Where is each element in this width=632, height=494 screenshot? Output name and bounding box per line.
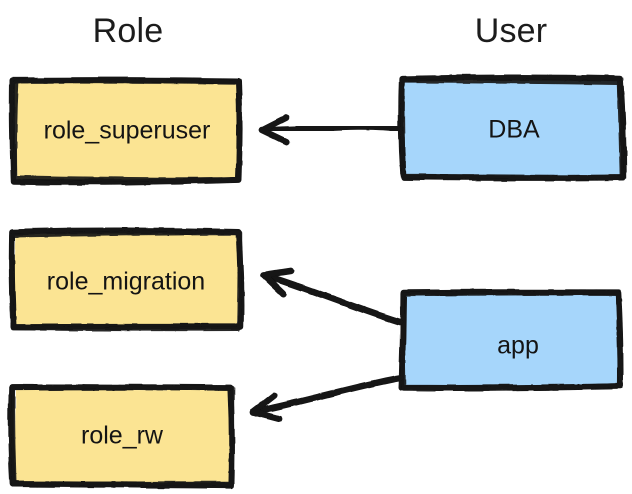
node-role_rw[interactable] <box>7 384 235 489</box>
nodes-layer <box>7 74 627 489</box>
edges-layer <box>249 114 404 423</box>
node-fill-dba <box>404 80 621 177</box>
edge-arrowhead-app-to-role-rw <box>249 392 283 423</box>
node-border-inner-role_migration <box>9 230 243 332</box>
edge-line-app-to-role-migration <box>260 271 404 326</box>
node-app[interactable] <box>398 289 624 392</box>
node-border-inner-app <box>400 290 623 392</box>
node-border-inner-dba <box>399 78 625 180</box>
edge-app-to-role-migration[interactable] <box>260 267 404 326</box>
node-dba[interactable] <box>398 74 627 181</box>
column-header-user: User <box>474 12 548 50</box>
edge-arrowhead-app-to-role-migration <box>260 267 294 297</box>
edge-dba-to-role-superuser[interactable] <box>258 114 403 145</box>
edge-line-app-to-role-rw <box>249 374 404 416</box>
node-border-inner-role_rw <box>10 384 235 487</box>
edge-line-dba-to-role-superuser <box>258 123 403 134</box>
edge-app-to-role-rw[interactable] <box>249 374 404 423</box>
node-fill-role_superuser <box>14 81 241 181</box>
edge-arrowhead-dba-to-role-superuser <box>258 114 290 145</box>
node-role_migration[interactable] <box>8 227 244 332</box>
node-fill-role_rw <box>13 388 231 484</box>
node-fill-role_migration <box>13 232 240 326</box>
column-header-role: Role <box>92 12 164 50</box>
node-fill-app <box>402 292 620 387</box>
node-role_superuser[interactable] <box>9 77 243 186</box>
node-border-inner-role_superuser <box>12 78 242 182</box>
